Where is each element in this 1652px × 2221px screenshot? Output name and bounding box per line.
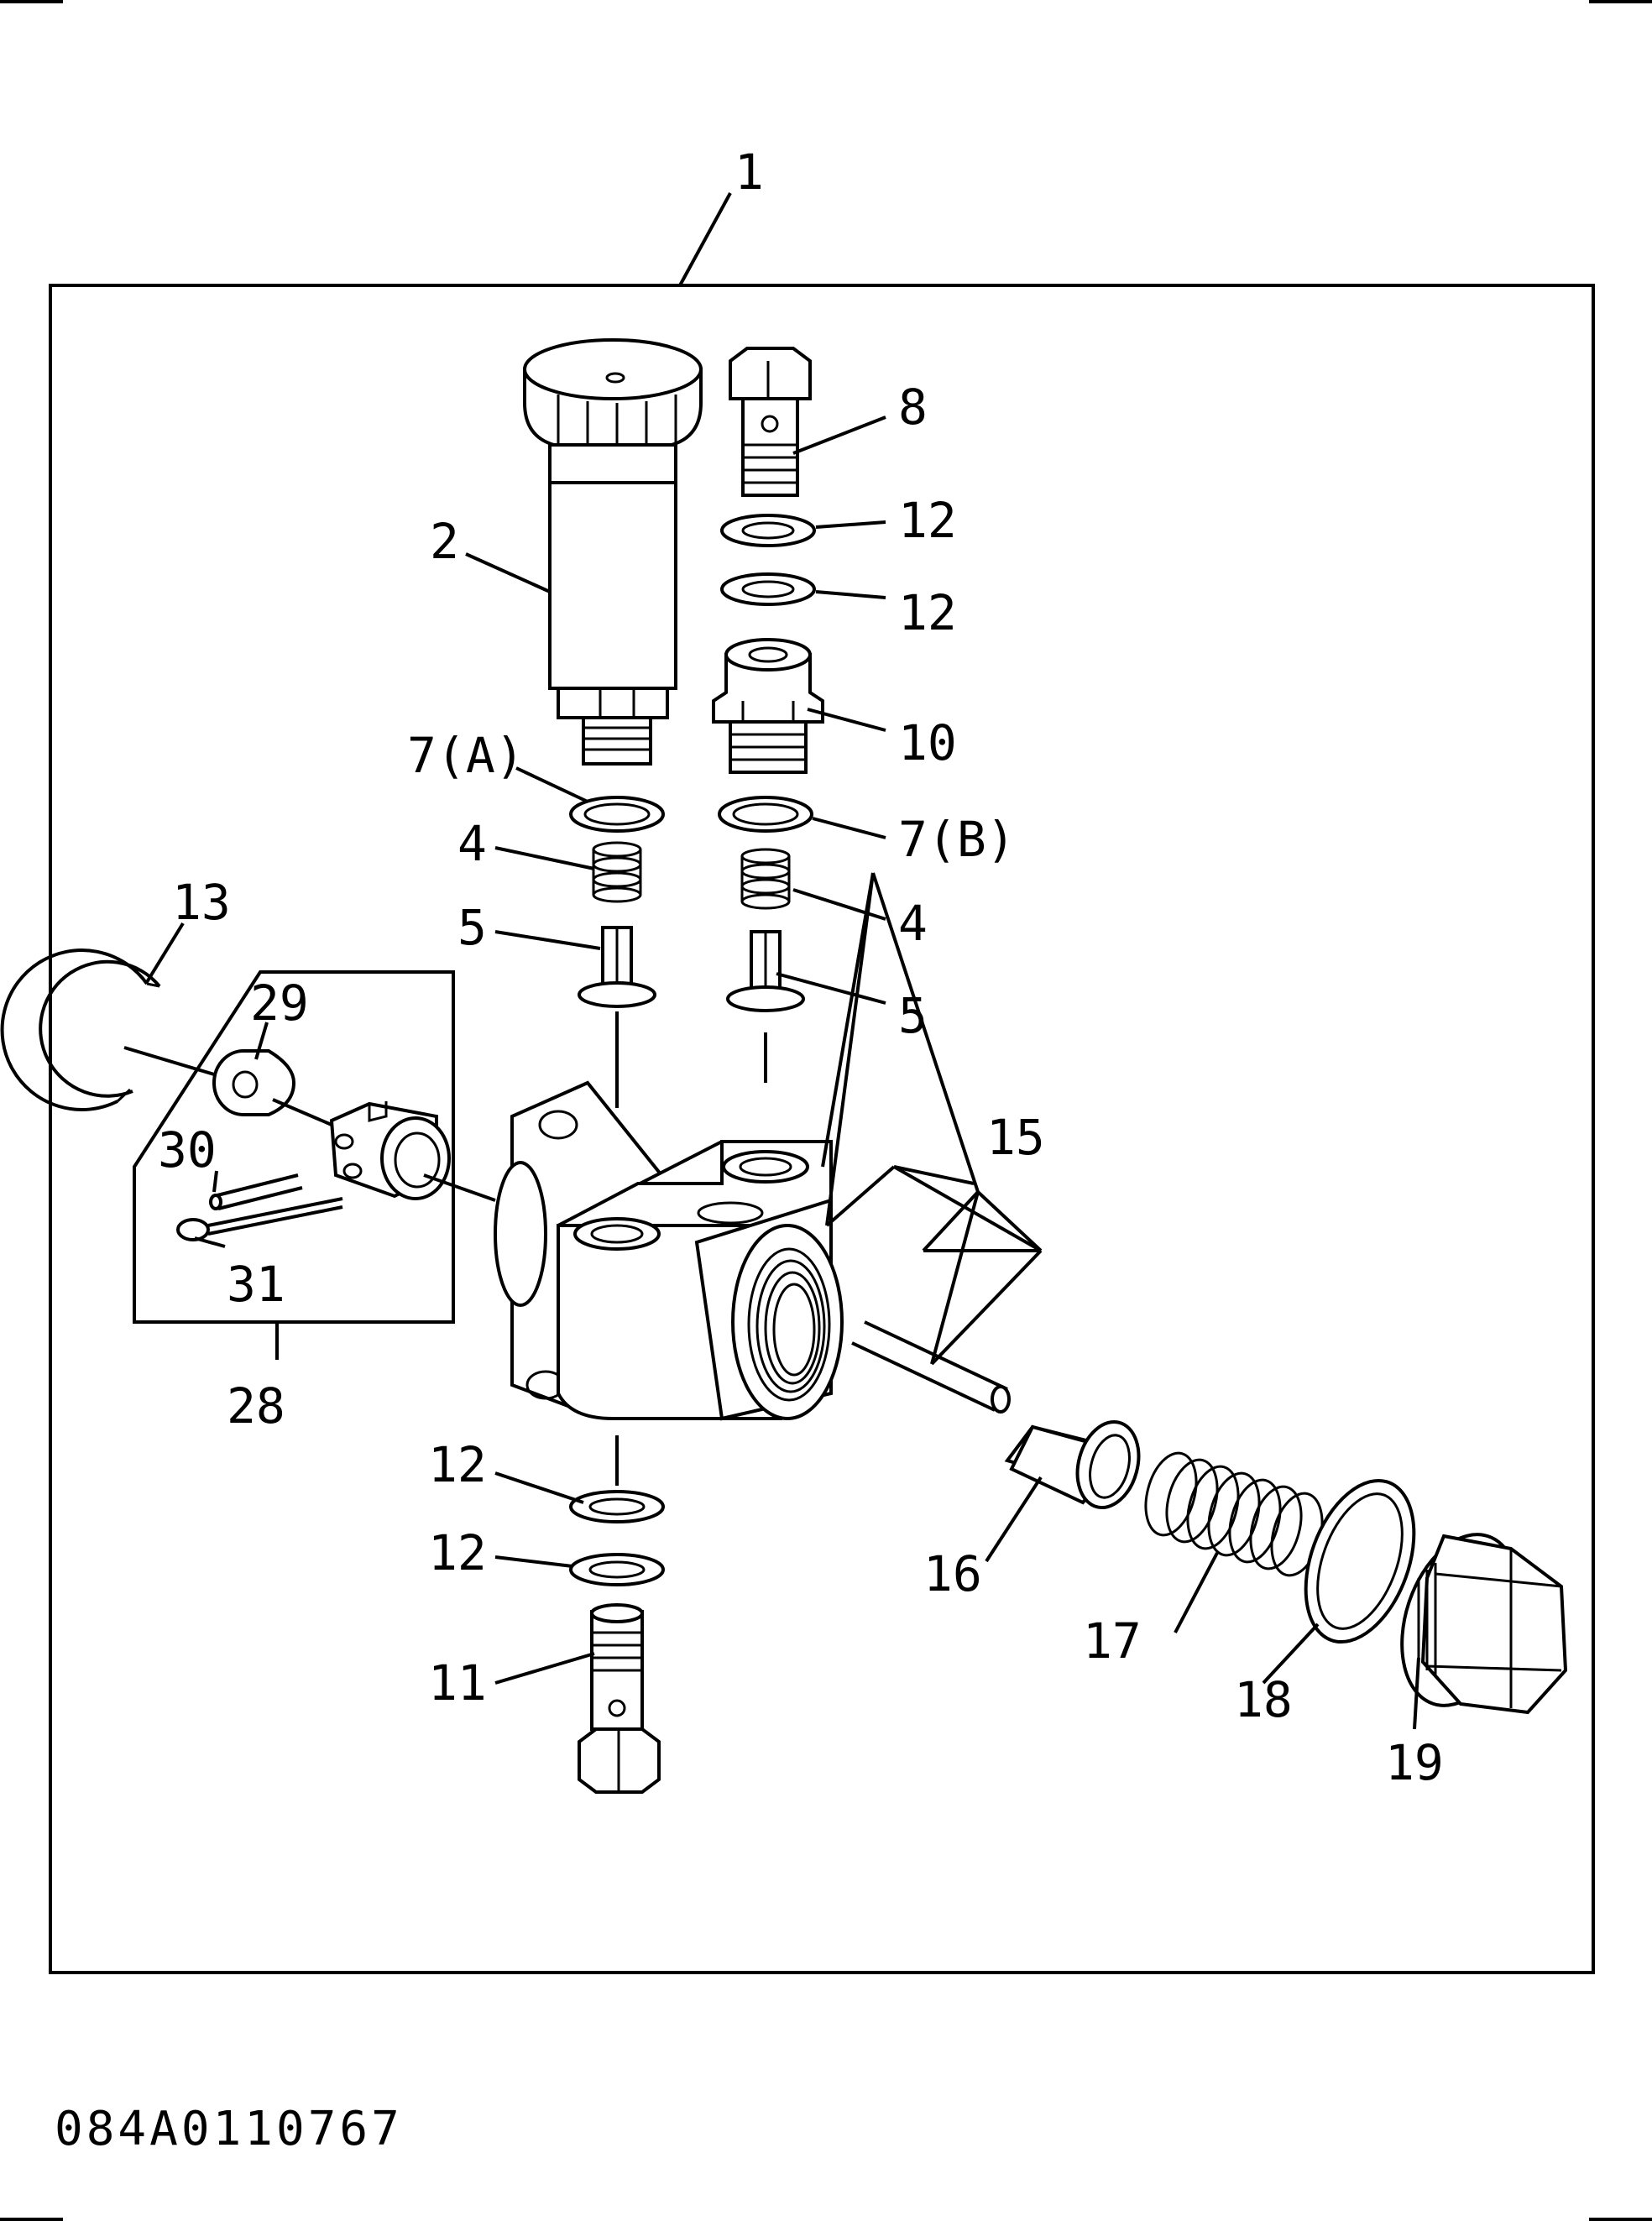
part-8-bolt bbox=[729, 347, 812, 497]
centerlines bbox=[423, 1011, 767, 1486]
part-7b-washer bbox=[718, 796, 813, 833]
label-12-b: 12 bbox=[898, 584, 957, 641]
part-12-washer-upper-b bbox=[720, 572, 816, 606]
part-10-connector bbox=[712, 638, 824, 774]
part-13-snap-ring bbox=[0, 948, 161, 1111]
label-11: 11 bbox=[428, 1654, 487, 1711]
part-4-spring-right bbox=[740, 848, 791, 910]
part-30-pin bbox=[209, 1173, 303, 1210]
label-17: 17 bbox=[1083, 1612, 1142, 1670]
label-30: 30 bbox=[158, 1121, 217, 1178]
label-1: 1 bbox=[735, 144, 764, 201]
label-29: 29 bbox=[250, 975, 309, 1032]
label-5-right: 5 bbox=[898, 987, 928, 1044]
part-5-valve-right bbox=[726, 930, 805, 1012]
part-12-washer-lower-a bbox=[569, 1490, 665, 1523]
part-4-spring-left bbox=[592, 841, 642, 903]
part-12-washer-lower-b bbox=[569, 1553, 665, 1586]
label-15: 15 bbox=[986, 1109, 1045, 1166]
subassembly-28-frame bbox=[133, 970, 455, 1324]
part-12-washer-upper-a bbox=[720, 514, 816, 547]
part-18-gasket bbox=[1304, 1478, 1416, 1644]
label-12-d: 12 bbox=[428, 1524, 487, 1581]
label-16: 16 bbox=[923, 1545, 982, 1602]
part-tappet bbox=[329, 1101, 451, 1200]
assembly-frame bbox=[49, 284, 1595, 1974]
label-12-a: 12 bbox=[898, 492, 957, 549]
part-31-pin bbox=[176, 1197, 343, 1241]
leader-lines bbox=[123, 192, 1420, 1730]
part-16-piston bbox=[1004, 1419, 1141, 1510]
label-18: 18 bbox=[1234, 1671, 1293, 1728]
part-11-bolt bbox=[578, 1603, 661, 1794]
drawing-code: 084A0110767 bbox=[55, 2102, 403, 2156]
label-13: 13 bbox=[172, 874, 231, 931]
label-10: 10 bbox=[898, 714, 957, 771]
part-17-spring bbox=[1144, 1451, 1324, 1577]
part-15-pump-body bbox=[494, 1080, 844, 1421]
part-2-priming-pump bbox=[523, 338, 703, 766]
label-8: 8 bbox=[898, 379, 928, 436]
label-4-right: 4 bbox=[898, 895, 928, 952]
label-2: 2 bbox=[430, 513, 459, 570]
label-19: 19 bbox=[1385, 1734, 1444, 1791]
leader-15 bbox=[825, 1165, 1043, 1366]
part-19-plug bbox=[1400, 1533, 1568, 1715]
label-28: 28 bbox=[227, 1377, 285, 1435]
label-7b: 7(B) bbox=[898, 811, 1016, 868]
label-31: 31 bbox=[227, 1256, 285, 1313]
label-7a: 7(A) bbox=[407, 727, 525, 784]
part-29-roller bbox=[212, 1049, 296, 1116]
label-4-left: 4 bbox=[457, 815, 487, 872]
part-7a-washer bbox=[569, 796, 665, 833]
label-5-left: 5 bbox=[457, 899, 487, 956]
part-5-valve-left bbox=[578, 926, 656, 1008]
part-rod bbox=[851, 1320, 1011, 1414]
label-12-c: 12 bbox=[428, 1436, 487, 1493]
